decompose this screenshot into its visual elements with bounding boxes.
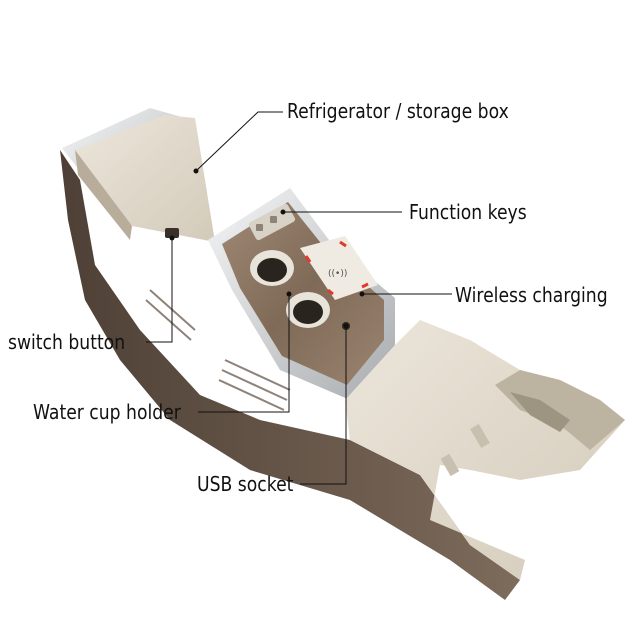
console-front-body bbox=[345, 320, 625, 580]
storage-box-lid-front bbox=[75, 150, 132, 240]
function-key-icons bbox=[256, 216, 277, 231]
cup-holder-right bbox=[286, 292, 330, 328]
charging-symbol: ((•)) bbox=[328, 269, 347, 279]
wireless-charging-pad bbox=[300, 236, 378, 300]
leader-switch-button bbox=[146, 238, 173, 343]
leader-lines bbox=[146, 111, 452, 485]
leader-refrigerator bbox=[195, 111, 283, 172]
cup-holder-left bbox=[250, 250, 294, 286]
storage-box-lid bbox=[75, 115, 215, 242]
label-wireless-charging: Wireless charging bbox=[455, 283, 608, 307]
label-water-cup-holder: Water cup holder bbox=[33, 400, 181, 424]
label-refrigerator: Refrigerator / storage box bbox=[287, 99, 509, 123]
leader-dots bbox=[169, 168, 365, 329]
mounting-tabs bbox=[440, 423, 490, 477]
switch-button bbox=[165, 228, 179, 238]
leader-water-cup-holder bbox=[198, 294, 290, 413]
label-function-keys: Function keys bbox=[409, 200, 527, 224]
console-side-panel bbox=[60, 150, 520, 600]
leader-usb-socket bbox=[300, 326, 347, 485]
label-switch-button: switch button bbox=[8, 330, 126, 354]
duct-inner bbox=[510, 392, 570, 432]
label-usb-socket: USB socket bbox=[197, 472, 294, 496]
rear-air-duct bbox=[495, 370, 625, 450]
charging-corner-marks bbox=[304, 240, 369, 296]
